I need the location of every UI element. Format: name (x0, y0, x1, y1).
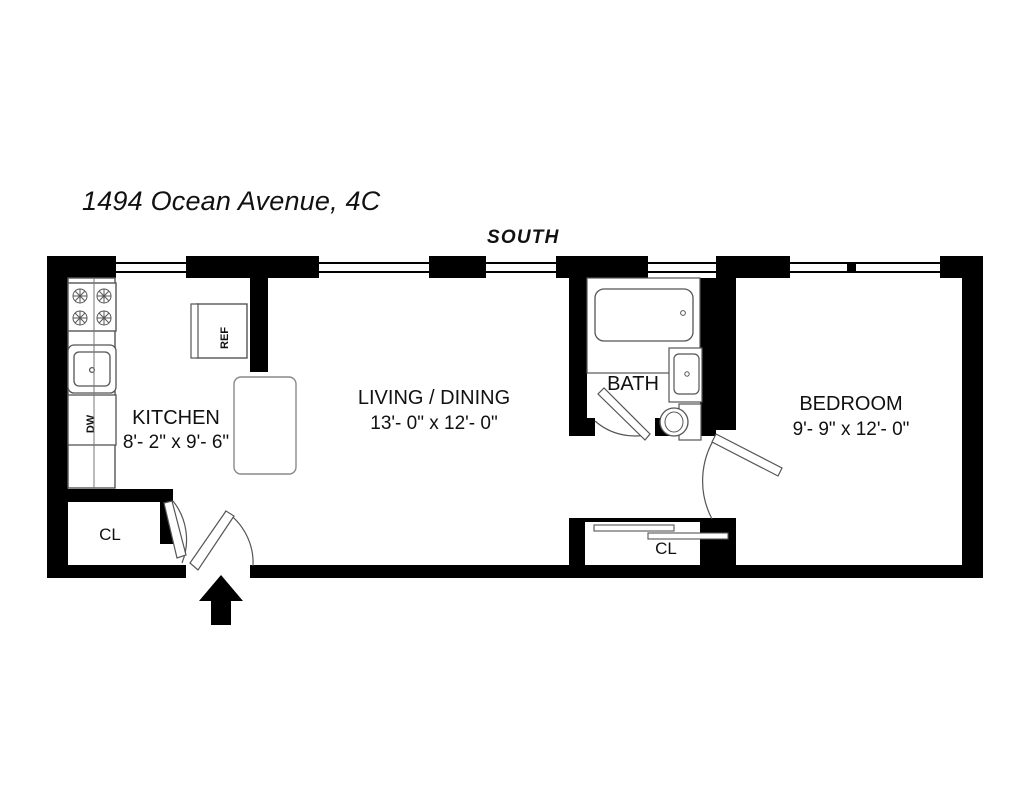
bedroom-dimension-label: 9'- 9" x 12'- 0" (793, 419, 910, 440)
bath-name-label: BATH (607, 373, 659, 395)
exterior-walls (47, 256, 983, 578)
kitchen-dimension-label: 8'- 2" x 9'- 6" (123, 432, 229, 453)
living-dining-dimension-label: 13'- 0" x 12'- 0" (370, 413, 497, 434)
refrigerator-label: REF (219, 327, 231, 349)
dishwasher-label: DW (85, 414, 97, 433)
kitchen-peninsula (233, 376, 297, 475)
range-cooktop (67, 282, 117, 332)
page-title: 1494 Ocean Avenue, 4C (82, 186, 381, 216)
living-dining-name-label: LIVING / DINING (358, 387, 510, 409)
toilet (659, 403, 702, 441)
bathtub (586, 277, 701, 374)
room-labels: KITCHEN 8'- 2" x 9'- 6" LIVING / DINING … (99, 373, 909, 558)
bath-sink (668, 347, 703, 403)
entry-door[interactable] (189, 510, 254, 571)
window-living-2 (319, 256, 429, 278)
entry-closet-label: CL (99, 525, 121, 544)
dishwasher: DW (67, 394, 117, 446)
hall-closet-sliding-doors[interactable] (593, 524, 729, 540)
window-bedroom (790, 256, 940, 278)
window-living-3 (486, 256, 556, 278)
entry-arrow-icon (199, 575, 243, 625)
bedroom-name-label: BEDROOM (799, 393, 902, 415)
hall-closet-label: CL (655, 539, 677, 558)
bath-door[interactable] (594, 387, 651, 441)
window-living-1 (116, 256, 186, 278)
window-bath (648, 256, 716, 278)
entry-closet-door[interactable] (163, 500, 188, 564)
kitchen-name-label: KITCHEN (132, 407, 220, 429)
compass-direction-label: SOUTH (487, 227, 560, 248)
bedroom-door[interactable] (702, 433, 783, 520)
refrigerator: REF (190, 303, 248, 359)
interior-walls (68, 278, 736, 578)
kitchen-sink (67, 344, 117, 394)
